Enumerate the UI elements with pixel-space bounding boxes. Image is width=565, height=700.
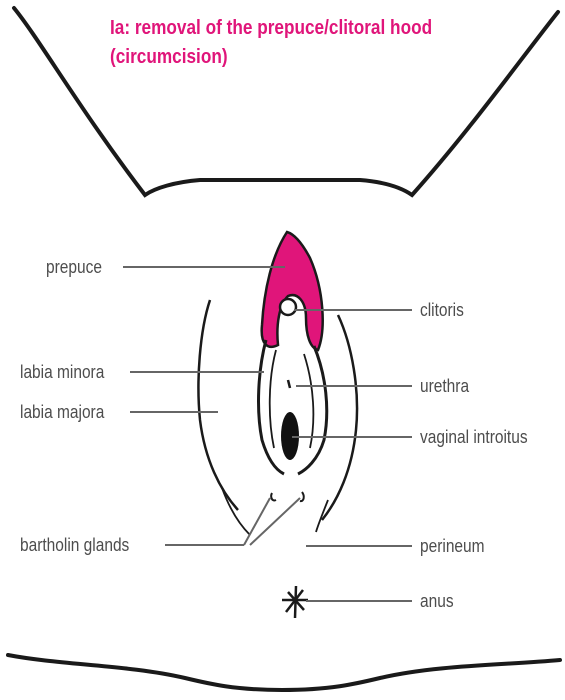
bartholin-gland-right [300, 492, 304, 501]
label-clitoris: clitoris [420, 300, 464, 320]
diagram-title-line-2: (circumcision) [110, 45, 228, 69]
labia-minora-inner-left [270, 350, 276, 448]
anus-mark [282, 586, 308, 618]
diagram-title-line-1: Ia: removal of the prepuce/clitoral hood [110, 16, 432, 40]
title-subtext: (circumcision) [110, 46, 228, 68]
urethra-mark [288, 380, 290, 388]
bartholin-gland-left [271, 493, 276, 500]
lower-thigh-contour [8, 655, 560, 690]
prepuce-excised-region [262, 232, 323, 350]
clitoris-glans [280, 299, 296, 315]
label-anus: anus [420, 591, 454, 611]
label-perineum: perineum [420, 536, 485, 556]
label-labia-majora: labia majora [20, 402, 104, 422]
label-vaginal-introitus: vaginal introitus [420, 427, 528, 447]
labia-minora-inner-right [304, 354, 313, 448]
label-bartholin-glands: bartholin glands [20, 535, 129, 555]
labia-majora-left [198, 300, 238, 510]
title-text: removal of the prepuce/clitoral hood [130, 17, 432, 39]
label-prepuce: prepuce [46, 257, 102, 277]
labia-minora-left [259, 340, 284, 474]
title-prefix: Ia: [110, 17, 130, 39]
label-urethra: urethra [420, 376, 469, 396]
label-labia-minora: labia minora [20, 362, 104, 382]
labia-minora-right [298, 346, 327, 474]
